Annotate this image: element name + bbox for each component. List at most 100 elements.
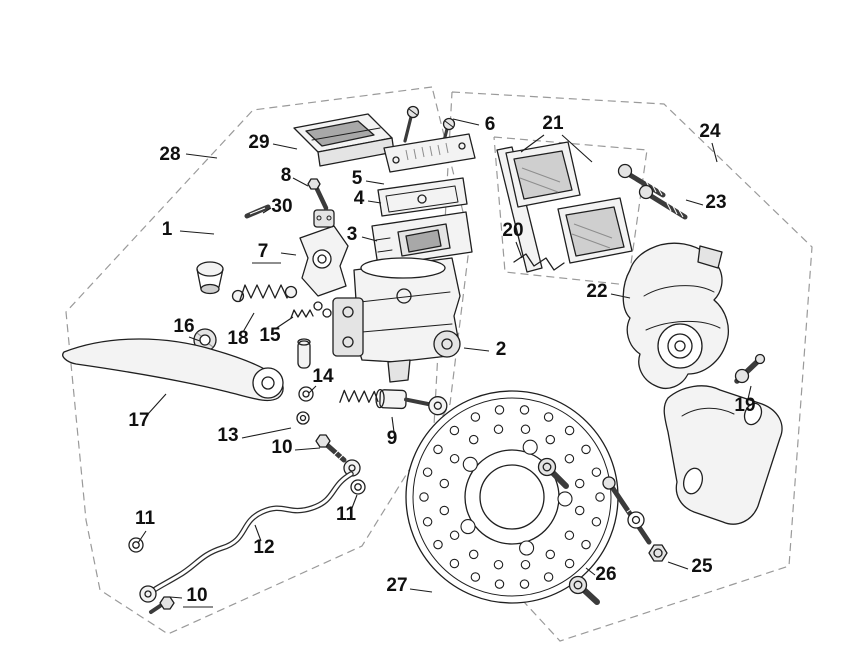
lever-bracket bbox=[299, 225, 349, 297]
leader-line-26 bbox=[585, 567, 596, 576]
piston-assembly bbox=[339, 389, 448, 416]
leader-line-5 bbox=[365, 180, 385, 185]
disc-hole bbox=[545, 434, 556, 445]
disc-hole bbox=[422, 517, 433, 527]
outlet-port bbox=[387, 359, 411, 383]
banjo-eye-lower bbox=[139, 585, 157, 603]
part-number-26-30: 26 bbox=[595, 564, 616, 585]
leader-line-30 bbox=[262, 207, 272, 214]
brake-pad-inner bbox=[557, 197, 633, 264]
leader-line-2 bbox=[463, 347, 490, 352]
leader-line-7 bbox=[280, 252, 297, 256]
bolt-head-icon bbox=[537, 457, 557, 477]
disc-hole bbox=[581, 444, 591, 455]
disc-hole bbox=[460, 519, 476, 535]
leader-line-1 bbox=[179, 230, 215, 235]
brake-caliper bbox=[622, 242, 729, 389]
part-number-20-13: 20 bbox=[502, 220, 523, 241]
leader-line-3 bbox=[361, 236, 378, 242]
leader-line-8 bbox=[292, 177, 309, 187]
leader-line-20 bbox=[515, 241, 523, 259]
disc-hole bbox=[462, 456, 478, 472]
banjo-bolt-upper bbox=[315, 434, 347, 463]
clamp-block bbox=[313, 209, 335, 228]
reservoir-body bbox=[371, 211, 473, 267]
hose-boss bbox=[433, 330, 461, 358]
part-number-11-26: 11 bbox=[336, 504, 357, 525]
part-number-7-7: 7 bbox=[258, 241, 269, 262]
part-number-9-23: 9 bbox=[387, 428, 398, 449]
disc-hole bbox=[543, 572, 554, 582]
sealing-washers bbox=[128, 479, 366, 553]
leader-line-19 bbox=[747, 385, 752, 400]
leader-line-29 bbox=[272, 143, 298, 150]
reservoir-cap bbox=[293, 113, 395, 167]
piston-seals bbox=[290, 301, 332, 319]
disc-hole bbox=[494, 579, 505, 589]
leader-line-23 bbox=[685, 199, 704, 206]
disc-hole bbox=[449, 425, 460, 436]
pivot-bolt bbox=[307, 178, 329, 211]
leader-line-17 bbox=[147, 393, 167, 415]
leader-line-10 bbox=[294, 447, 321, 451]
pad-spring-clip bbox=[513, 253, 565, 271]
flange-nut-icon bbox=[648, 544, 668, 562]
disc-hole bbox=[545, 549, 556, 560]
disc-hole bbox=[557, 491, 573, 507]
disc-hole bbox=[449, 530, 460, 541]
part-number-3-6: 3 bbox=[347, 224, 358, 245]
axle-bolt-set bbox=[602, 476, 668, 562]
bracket-hole bbox=[743, 402, 763, 426]
part-number-12-27: 12 bbox=[253, 537, 274, 558]
leader-line-21 bbox=[561, 134, 593, 163]
disc-hole bbox=[574, 478, 585, 489]
part-number-1-9: 1 bbox=[162, 219, 173, 240]
bracket-hole bbox=[682, 467, 704, 495]
leader-line-15 bbox=[274, 316, 294, 330]
disc-hole bbox=[522, 439, 538, 455]
disc-hole bbox=[581, 539, 591, 550]
disc-hole bbox=[439, 478, 450, 489]
disc-hole bbox=[449, 453, 460, 464]
part-number-25-31: 25 bbox=[691, 556, 713, 577]
disc-hole bbox=[422, 467, 433, 477]
caliper-bracket bbox=[663, 385, 783, 525]
brake-hose bbox=[139, 459, 361, 603]
part-number-18-17: 18 bbox=[227, 328, 248, 349]
disc-hole bbox=[574, 505, 585, 516]
part-number-11-25: 11 bbox=[135, 508, 156, 529]
part-number-21-10: 21 bbox=[542, 113, 564, 134]
part-number-17-20: 17 bbox=[128, 410, 149, 431]
leader-line-11 bbox=[137, 530, 147, 544]
diaphragm bbox=[377, 177, 468, 217]
disc-hole bbox=[520, 559, 531, 570]
disc-hole bbox=[468, 549, 479, 560]
clevis-pin bbox=[244, 204, 271, 219]
disc-hole bbox=[468, 434, 479, 445]
part-number-14-19: 14 bbox=[312, 366, 334, 387]
disc-hole bbox=[439, 505, 450, 516]
disc-hole bbox=[543, 412, 554, 422]
part-number-22-14: 22 bbox=[586, 281, 607, 302]
disc-hole bbox=[520, 424, 531, 435]
leader-line-27 bbox=[409, 588, 433, 593]
brake-lever bbox=[62, 338, 284, 402]
leader-line-24 bbox=[711, 142, 718, 163]
disc-hole bbox=[519, 540, 535, 556]
bolt-head-icon bbox=[602, 476, 616, 490]
leader-line-4 bbox=[367, 200, 382, 204]
leader-line-14 bbox=[308, 385, 317, 394]
disc-hole bbox=[519, 405, 530, 415]
bolt-head-icon bbox=[315, 434, 331, 448]
caliper-bolts bbox=[617, 163, 688, 220]
leader-line-22 bbox=[610, 293, 631, 299]
disc-hole bbox=[591, 517, 602, 527]
leader-line-6 bbox=[452, 118, 480, 126]
leader-line-13 bbox=[241, 427, 292, 439]
leader-line-10 bbox=[169, 596, 183, 599]
caliper-piston bbox=[657, 323, 703, 369]
disc-hole bbox=[564, 530, 575, 541]
leader-line-28 bbox=[185, 153, 218, 159]
